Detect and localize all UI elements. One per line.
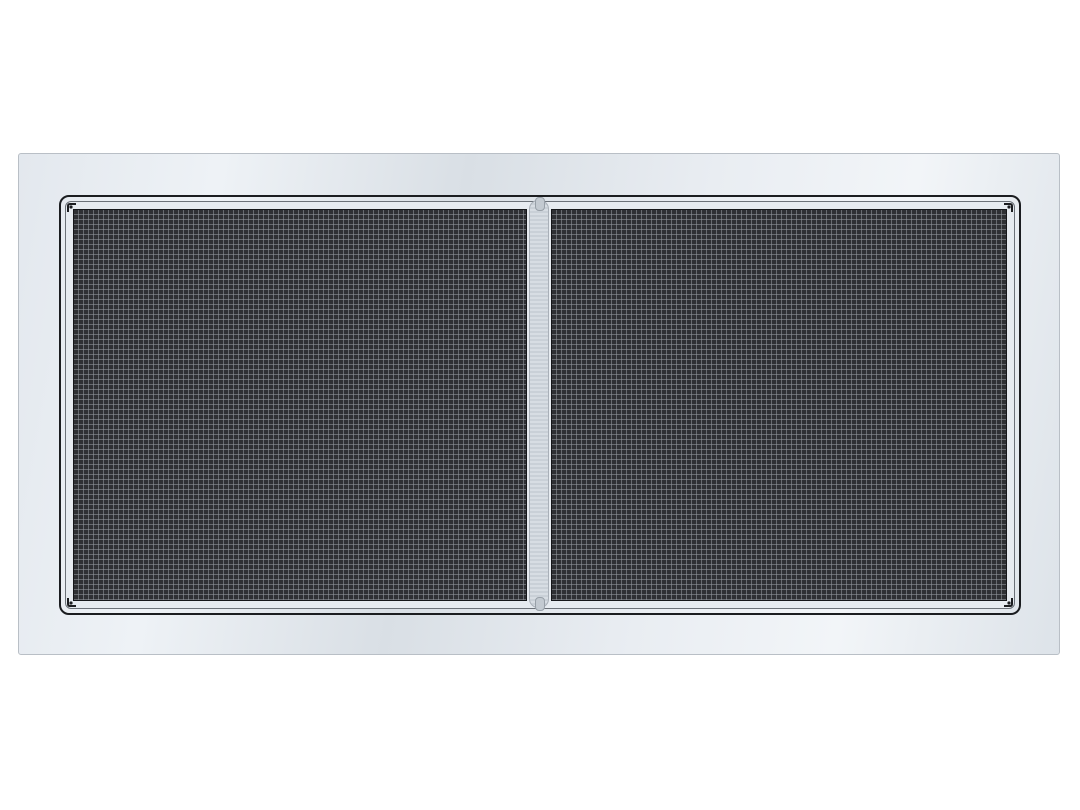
corner-clip-icon (67, 203, 77, 213)
corner-clip-icon (1003, 597, 1013, 607)
divider-top-cap (535, 197, 545, 211)
corner-clip-icon (1003, 203, 1013, 213)
screen-outer-outline (59, 195, 1021, 615)
center-divider-bar (529, 200, 549, 608)
mesh-panel-left (73, 209, 527, 601)
divider-bottom-cap (535, 597, 545, 611)
mesh-panel-right (551, 209, 1007, 601)
corner-clip-icon (67, 597, 77, 607)
